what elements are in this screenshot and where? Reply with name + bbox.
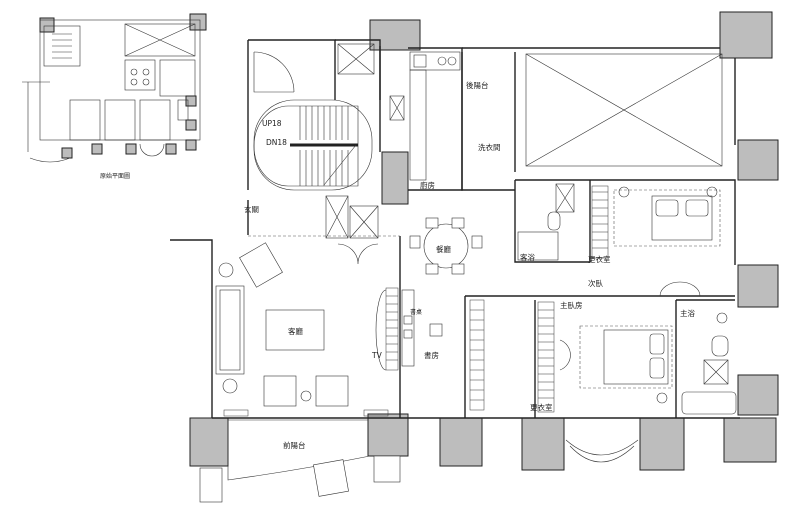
original-plan-inset: 原始平面圖: [22, 13, 207, 180]
stair-up-label: UP18: [262, 119, 282, 128]
desk-label: 書桌: [410, 308, 422, 316]
second-bedroom: 更衣室 次臥: [588, 185, 721, 297]
service-balcony: 後陽台 洗衣間: [466, 80, 501, 152]
stair-down-label: DN18: [266, 138, 287, 147]
guest-bath-label: 客浴: [520, 252, 535, 262]
inset-title: 原始平面圖: [100, 172, 130, 180]
closet-second-label: 更衣室: [588, 254, 611, 264]
closet-master-label: 更衣室: [530, 402, 553, 412]
light-well: [525, 53, 723, 167]
master-bedroom: 主臥房 更衣室: [469, 299, 673, 413]
staircase: UP18 DN18: [253, 51, 373, 191]
walls: [170, 39, 740, 419]
living-room: 客廳 TV: [215, 242, 389, 417]
service-balcony-label: 後陽台: [466, 80, 489, 90]
laundry-label: 洗衣間: [478, 142, 501, 152]
dining-label: 餐廳: [436, 244, 451, 254]
study: 書桌 書房: [385, 287, 443, 371]
kitchen-label: 廚房: [420, 180, 435, 190]
study-label: 書房: [424, 350, 439, 360]
front-balcony-label: 前陽台: [283, 440, 306, 450]
master-bath-label: 主浴: [680, 308, 695, 318]
service-shafts: [325, 43, 405, 239]
entry-label: 玄關: [244, 204, 259, 214]
living-label: 客廳: [288, 326, 303, 336]
tv-label: TV: [371, 351, 383, 360]
front-balcony: 前陽台: [199, 419, 639, 503]
entry: 玄關: [244, 204, 400, 265]
structural-columns: [189, 11, 779, 471]
guest-bath: 客浴: [517, 183, 575, 262]
kitchen: 廚房: [409, 51, 461, 190]
master-bedroom-label: 主臥房: [560, 300, 583, 310]
dining-area: 餐廳: [409, 217, 483, 275]
second-bedroom-label: 次臥: [588, 278, 603, 288]
master-bath: 主浴: [676, 299, 737, 415]
